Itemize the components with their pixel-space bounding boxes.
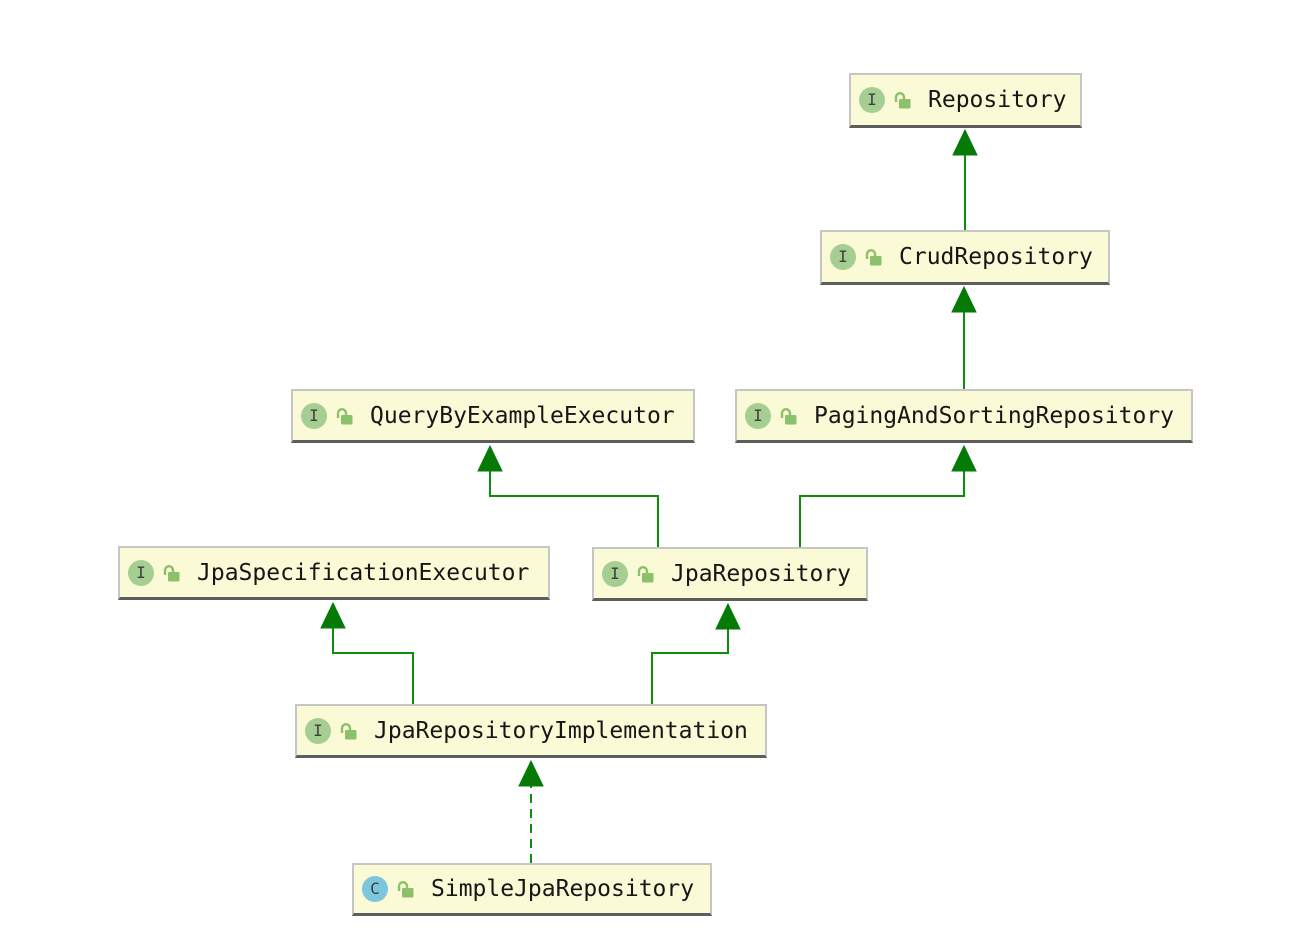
node-label: JpaRepositoryImplementation	[374, 717, 748, 744]
public-lock-icon	[865, 249, 882, 266]
node-label: SimpleJpaRepository	[431, 876, 695, 902]
edge-jparepository-extends-pagingandsortingrepository[interactable]	[799, 444, 977, 547]
node-crud-repository[interactable]: I CrudRepository	[820, 230, 1110, 285]
class-badge-icon: C	[362, 876, 388, 902]
edge-jparepositoryimplementation-extends-jpaspecificationexecutor[interactable]	[320, 601, 414, 704]
node-jpa-repository[interactable]: I JpaRepository	[592, 547, 868, 601]
node-label: QueryByExampleExecutor	[370, 402, 675, 429]
interface-badge-icon: I	[301, 402, 327, 429]
edge-simplejparepository-implements-jparepositoryimplementation[interactable]	[518, 759, 544, 863]
node-label: JpaRepository	[671, 560, 852, 587]
node-paging-and-sorting-repository[interactable]: I PagingAndSortingRepository	[735, 389, 1193, 443]
public-lock-icon	[780, 407, 797, 424]
interface-badge-icon: I	[128, 559, 154, 586]
node-jpa-specification-executor[interactable]: I JpaSpecificationExecutor	[118, 546, 550, 600]
public-lock-icon	[637, 565, 654, 582]
interface-badge-icon: I	[602, 560, 628, 587]
interface-badge-icon: I	[305, 717, 331, 744]
public-lock-icon	[336, 407, 353, 424]
interface-badge-icon: I	[859, 87, 885, 113]
node-repository[interactable]: I Repository	[849, 73, 1082, 128]
edge-jparepository-extends-querybyexampleexecutor[interactable]	[477, 444, 659, 547]
public-lock-icon	[894, 92, 911, 109]
node-jpa-repository-implementation[interactable]: I JpaRepositoryImplementation	[295, 704, 767, 758]
node-query-by-example-executor[interactable]: I QueryByExampleExecutor	[291, 389, 695, 443]
node-label: CrudRepository	[899, 244, 1093, 270]
node-label: PagingAndSortingRepository	[814, 402, 1175, 429]
public-lock-icon	[340, 722, 357, 739]
public-lock-icon	[397, 881, 414, 898]
node-label: JpaSpecificationExecutor	[197, 559, 530, 586]
interface-badge-icon: I	[830, 244, 856, 270]
node-simple-jpa-repository[interactable]: C SimpleJpaRepository	[352, 863, 712, 916]
public-lock-icon	[163, 564, 180, 581]
interface-badge-icon: I	[745, 402, 771, 429]
edge-jparepositoryimplementation-extends-jparepository[interactable]	[651, 602, 741, 704]
edge-crudrepository-extends-repository[interactable]	[952, 128, 978, 230]
node-label: Repository	[928, 87, 1067, 113]
edge-pagingandsortingrepository-extends-crudrepository[interactable]	[951, 285, 977, 389]
